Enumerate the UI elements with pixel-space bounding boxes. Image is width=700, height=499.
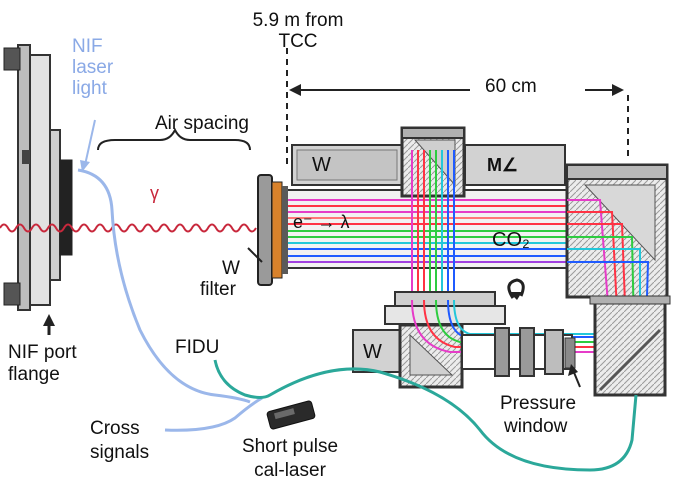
nif-laser-arrow [84,119,96,166]
pressure-window-assembly [461,327,576,377]
lower-left-mirror-cell [398,323,464,389]
middle-flange-plate [384,291,506,325]
vertical-ray-column [411,150,455,300]
mirror-label: M∠ [487,155,519,175]
gamma-ray-wave [0,223,257,233]
cross-signals-fiber [164,396,263,432]
rotation-arrow-icon [507,278,525,299]
cross-signals-label-line2: signals [90,442,150,463]
short-pulse-cal-laser [266,400,316,430]
distance-label-line1: 5.9 m from [252,10,344,31]
nif-laser-label-line2: laser [72,57,114,78]
nif-laser-label-line1: NIF [72,36,103,57]
cross-signals-label-line1: Cross [90,418,140,439]
w-filter [257,174,288,286]
tungsten-shield-top [291,144,566,186]
w-filter-label-line1: W [222,258,240,279]
fidu-label: FIDU [175,337,220,358]
nif-laser-label-line3: light [72,78,107,99]
air-spacing-brace [97,127,251,151]
w-filter-pointer [247,247,263,263]
port-flange-label-line1: NIF port [8,342,77,363]
pressure-window-label-line2: window [504,416,568,437]
tungsten-bottom-label: W [363,341,382,363]
electron-conversion-label: e⁻ → λ [293,212,350,232]
cal-laser-label-line2: cal-laser [254,460,326,481]
fidu-fiber [213,359,638,472]
distance-label-line2: TCC [278,31,318,52]
nif-laser-fiber [77,168,251,404]
air-spacing-label: Air spacing [155,113,249,134]
detector-cell [589,295,671,397]
gamma-label: γ [150,183,159,203]
span-label: 60 cm [485,76,537,97]
right-mirror-cell [565,163,669,299]
tungsten-top-label: W [312,154,331,176]
pressure-window-label-line1: Pressure [500,393,577,414]
nif-port-flange [3,44,73,311]
span-dimension-arrow [289,84,624,96]
w-filter-label-line2: filter [200,279,236,300]
port-flange-label-line2: flange [8,364,60,385]
cal-laser-label-line1: Short pulse [241,436,339,457]
gas-label: CO₂ [492,229,530,251]
